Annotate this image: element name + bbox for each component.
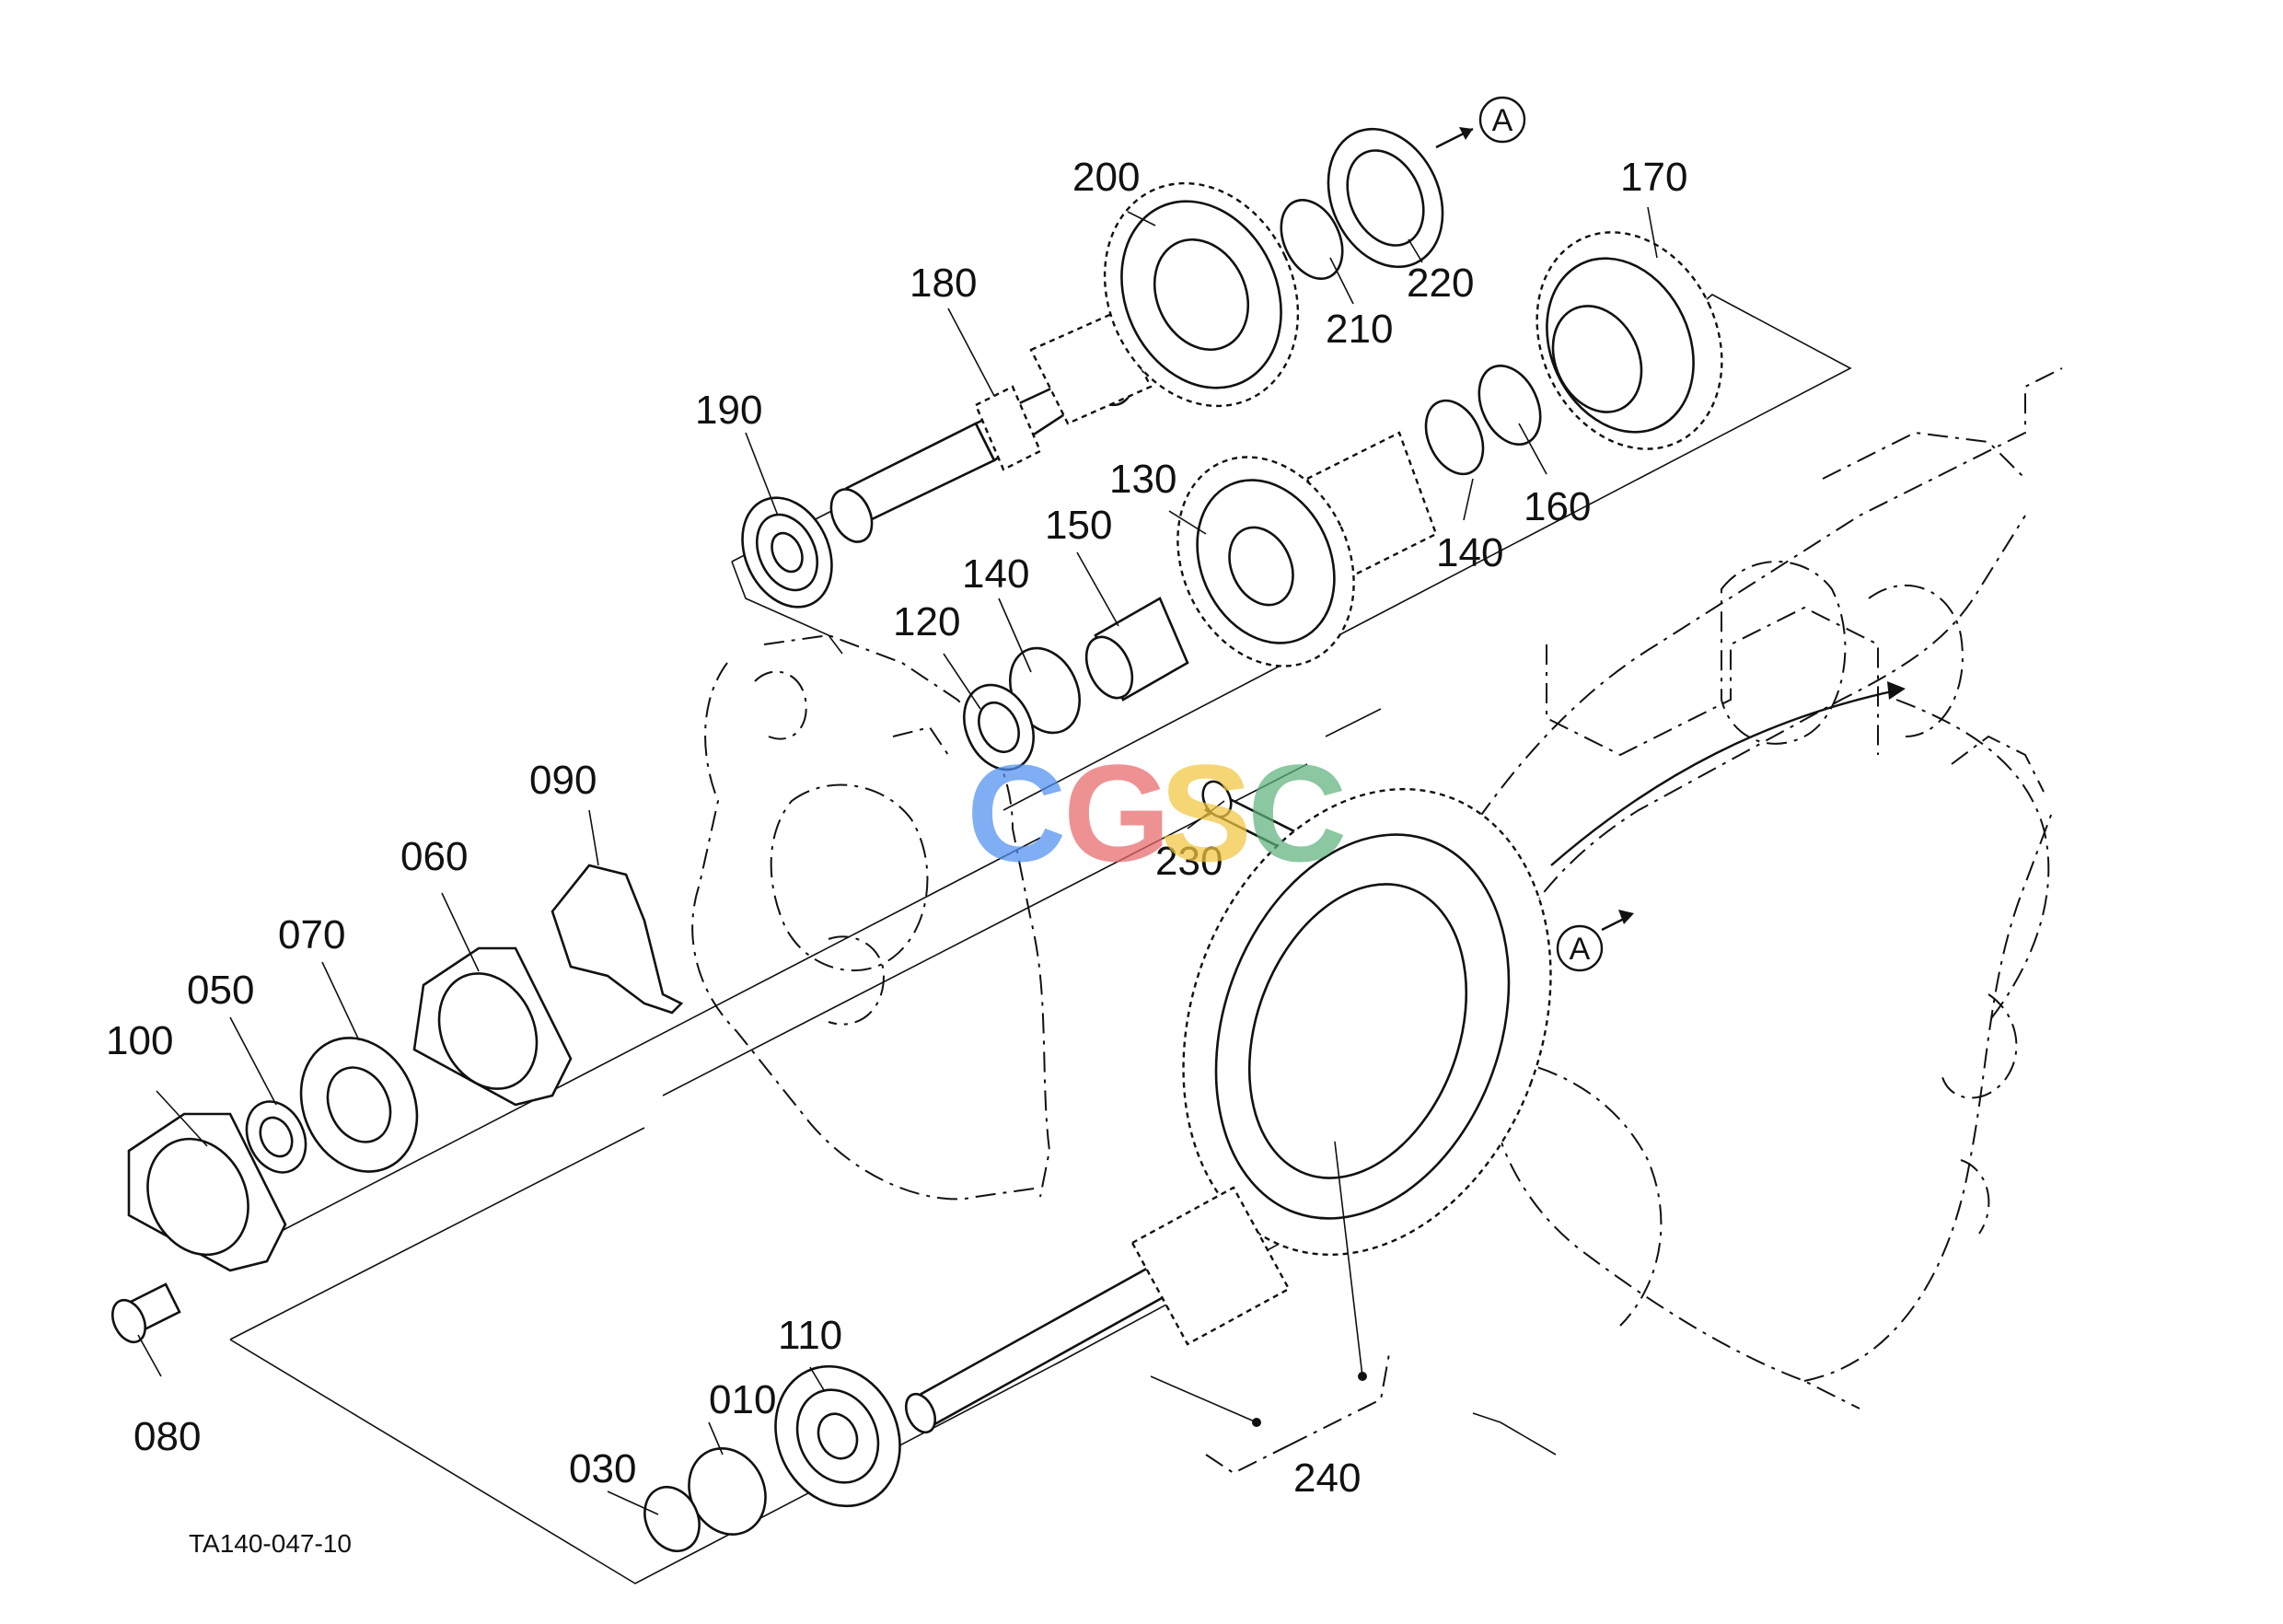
watermark-letter: S — [1160, 736, 1252, 890]
part-label: 190 — [695, 388, 762, 433]
part-label: 110 — [778, 1313, 842, 1358]
gear-130-group — [963, 431, 1438, 771]
part-label: 090 — [529, 758, 597, 803]
part-label: 210 — [1326, 307, 1393, 352]
callout-arrows — [1550, 681, 1906, 932]
callout-a-mid-letter: A — [1570, 932, 1591, 967]
part-label: 220 — [1407, 261, 1474, 306]
part-label: 080 — [133, 1414, 201, 1459]
part-label: 120 — [893, 599, 960, 644]
assembly-guide-lines — [229, 294, 1852, 1584]
watermark-logo: C G S C — [967, 736, 1347, 890]
part-label: 200 — [1072, 155, 1140, 200]
bolt-230 — [1201, 780, 1300, 853]
part-label: 070 — [278, 912, 345, 957]
part-label: 230 — [1155, 839, 1223, 884]
part-label: 060 — [400, 834, 468, 879]
callout-a-top-letter: A — [1492, 103, 1513, 138]
callout-a-mid: A — [1556, 924, 1604, 972]
part-label: 100 — [106, 1018, 173, 1063]
part-label: 160 — [1524, 484, 1591, 529]
countershaft-assembly — [741, 311, 1153, 609]
part-label: 140 — [962, 551, 1029, 597]
left-flange-group — [111, 864, 684, 1344]
part-label: 130 — [1109, 457, 1176, 502]
callout-a-top: A — [1478, 96, 1526, 144]
leader-lines — [137, 206, 1658, 1515]
part-label: 010 — [709, 1377, 776, 1422]
gear-200-group — [1103, 127, 1474, 408]
part-label: 240 — [1293, 1456, 1361, 1501]
watermark-letter: C — [1247, 736, 1347, 890]
part-label: 030 — [569, 1446, 636, 1491]
watermark-letter: G — [1063, 736, 1171, 890]
watermark-letter: C — [967, 736, 1066, 890]
part-label: 180 — [910, 261, 977, 306]
transmission-case-outline — [1435, 367, 2063, 1409]
part-label: 140 — [1436, 530, 1503, 575]
gear-170-group — [1424, 231, 1723, 476]
lower-bearing-group — [643, 1364, 901, 1553]
part-label: 150 — [1045, 503, 1112, 548]
part-label: 170 — [1620, 155, 1687, 200]
ring-gear-pinion-240 — [904, 787, 1552, 1434]
part-labels: 010 030 050 060 070 080 090 100 110 120 … — [106, 155, 1687, 1501]
drawing-reference-code: TA140-047-10 — [189, 1529, 352, 1558]
part-label: 050 — [187, 968, 254, 1013]
